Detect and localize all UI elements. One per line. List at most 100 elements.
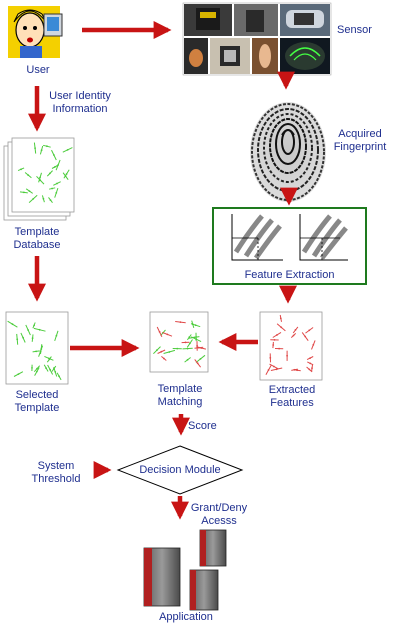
minutia-dot: [48, 358, 51, 361]
minutia-dot: [308, 368, 311, 371]
minutia-dot: [168, 351, 171, 353]
minutia-dot: [54, 370, 57, 373]
minutia-dot: [273, 365, 275, 368]
minutia-dot: [176, 347, 179, 350]
extracted-features-card: [259, 311, 323, 381]
minutia-dot: [49, 172, 51, 175]
minutia-dot: [312, 344, 315, 346]
user-avatar: [8, 6, 63, 58]
label-grant-line2: Acesss: [201, 515, 237, 527]
label-matching-line1: Template: [157, 383, 203, 395]
label-user-identity-line1: User Identity: [49, 90, 111, 102]
minutia-dot: [280, 326, 283, 329]
minutia-dot: [36, 367, 38, 370]
label-system-line1: System: [37, 460, 75, 472]
label-grant-deny: Grant/Deny Acesss: [186, 502, 252, 528]
minutia-dot: [35, 350, 37, 353]
label-acquired-fingerprint: Acquired Fingerprint: [326, 128, 394, 154]
label-matching-line2: Matching: [157, 396, 203, 408]
minutia-dot: [58, 375, 60, 378]
minutia-dot: [45, 367, 47, 369]
selected-template-card: [5, 311, 69, 385]
minutia-dot: [22, 336, 24, 339]
minutia-dot: [272, 344, 275, 346]
label-grant-line1: Grant/Deny: [190, 502, 248, 514]
minutia-dot: [57, 164, 59, 166]
minutia-dot: [278, 347, 280, 350]
minutia-dot: [279, 317, 282, 320]
feature-extraction-box: [212, 207, 367, 285]
label-extracted-features: Extracted Features: [256, 384, 328, 410]
label-system-threshold: System Threshold: [26, 460, 86, 486]
minutia-dot: [33, 324, 35, 327]
minutia-dot: [186, 358, 189, 361]
template-database-stack: [3, 137, 75, 221]
minutia-dot: [31, 337, 34, 339]
minutia-dot: [39, 176, 41, 179]
minutia-dot: [34, 147, 36, 150]
label-selected-line2: Template: [14, 402, 60, 414]
minutia-dot: [49, 368, 51, 371]
minutia-dot: [267, 369, 270, 371]
minutia-dot: [31, 367, 33, 369]
label-application: Application: [159, 611, 213, 623]
feature-graph-left: [231, 214, 283, 261]
label-system-line2: Threshold: [31, 473, 81, 485]
decision-module-diamond: [116, 445, 244, 495]
minutia-dot: [49, 199, 52, 202]
minutia-dot: [53, 166, 56, 168]
minutia-dot: [56, 182, 58, 185]
label-extracted-line2: Features: [270, 397, 314, 409]
minutia-dot: [269, 357, 272, 359]
minutia-dot: [276, 334, 278, 336]
minutia-dot: [27, 174, 30, 177]
minutia-dot: [166, 333, 169, 336]
minutia-dot: [20, 168, 22, 171]
label-extracted-line1: Extracted: [268, 384, 316, 396]
minutia-dot: [304, 335, 307, 338]
minutia-dot: [292, 334, 295, 337]
minutia-dot: [163, 357, 165, 360]
minutia-dot: [27, 329, 29, 331]
minutia-dot: [196, 362, 199, 365]
fingerprint-image: [250, 102, 326, 202]
minutia-dot: [53, 154, 55, 156]
minutia-dot: [179, 321, 182, 323]
label-selected-template: Selected Template: [2, 389, 72, 415]
feature-graph-right: [299, 214, 348, 261]
minutia-dot: [156, 349, 158, 351]
minutia-dot: [296, 369, 298, 372]
minutia-dot: [55, 334, 58, 337]
label-user-identity-line2: Information: [52, 103, 108, 115]
minutia-dot: [308, 329, 311, 332]
minutia-dot: [195, 338, 198, 341]
minutia-dot: [38, 328, 41, 331]
minutia-dot: [23, 191, 25, 194]
label-template-matching: Template Matching: [144, 383, 216, 409]
minutia-dot: [65, 173, 68, 175]
label-template-database-line1: Template: [14, 226, 60, 238]
minutia-dot: [40, 149, 43, 152]
application-servers: [143, 529, 227, 611]
label-template-database-line2: Database: [13, 239, 61, 251]
minutia-dot: [191, 323, 194, 326]
minutia-dot: [275, 368, 278, 371]
minutia-dot: [311, 367, 313, 369]
label-sensor: Sensor: [337, 24, 372, 36]
sensor-devices-collage: [182, 2, 332, 76]
minutia-dot: [55, 192, 58, 194]
minutia-dot: [194, 324, 197, 327]
minutia-dot: [42, 197, 45, 200]
label-template-database: Template Database: [2, 226, 72, 252]
minutia-dot: [309, 357, 311, 359]
label-feature-extraction: Feature Extraction: [244, 269, 335, 281]
minutia-dot: [309, 362, 312, 365]
template-matching-card: [149, 311, 209, 373]
minutia-dot: [36, 370, 38, 373]
minutia-dot: [160, 350, 163, 353]
minutia-dot: [17, 373, 20, 375]
minutia-dot: [184, 341, 187, 344]
label-acquired-line2: Fingerprint: [333, 141, 387, 153]
minutia-dot: [16, 338, 19, 341]
